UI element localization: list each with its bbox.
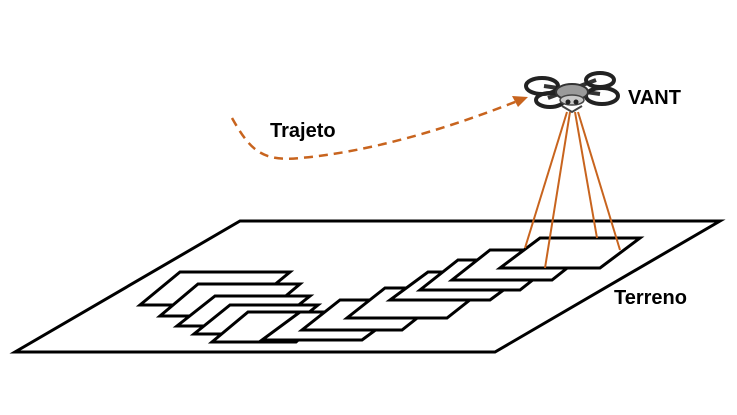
projection-ray xyxy=(577,111,621,251)
trajectory-arrowhead xyxy=(512,96,528,107)
trajectory-path xyxy=(230,98,521,160)
projection-ray xyxy=(524,111,568,249)
quadcopter-drone-icon xyxy=(524,71,620,114)
current-footprint xyxy=(495,236,645,270)
uav-label: VANT xyxy=(628,87,681,109)
projection-ray xyxy=(574,111,598,239)
image-footprints xyxy=(135,236,645,344)
terrain-label: Terreno xyxy=(614,287,687,309)
trajectory-label: Trajeto xyxy=(270,120,336,142)
projection-ray xyxy=(544,111,571,269)
projection-rays xyxy=(524,111,621,269)
